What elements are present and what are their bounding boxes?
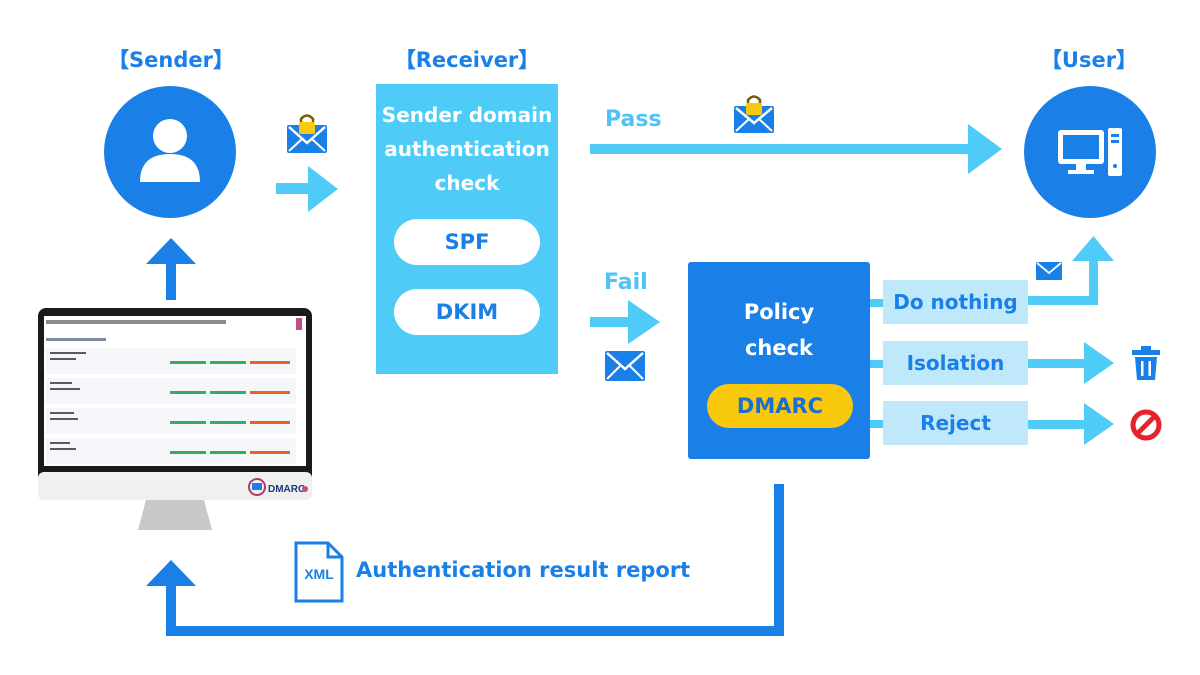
sender-heading: 【Sender】 [108,48,234,72]
pass-arrow [590,124,1002,174]
report-loop-arrow [146,484,784,636]
xml-file-label: XML [304,566,334,582]
policy-title: Policy check [688,294,870,366]
receiver-heading: 【Receiver】 [394,48,540,72]
user-computer-icon [1024,86,1156,218]
action-reject: Reject [883,401,1028,445]
receiver-title-line-3: check [434,171,500,195]
do-nothing-envelope-icon [1036,262,1062,280]
monitor-dmarc-dashboard: DMARC [38,308,312,530]
dkim-pill: DKIM [394,289,540,335]
policy-connectors [870,299,884,428]
xml-file-icon: XML [294,541,344,603]
user-heading: 【User】 [1040,48,1138,72]
monitor-to-sender-arrow [146,238,196,300]
fail-envelope-icon [605,351,645,381]
spf-pill: SPF [394,219,540,265]
report-label: Authentication result report [356,558,691,582]
fail-label: Fail [604,270,648,295]
action-do-nothing: Do nothing [883,280,1028,324]
receiver-title: Sender domain authentication check [376,98,558,200]
policy-title-line-2: check [744,336,814,360]
receiver-title-line-1: Sender domain [381,103,553,127]
reject-arrow [1028,403,1114,445]
monitor-brand-logo [248,478,266,496]
trash-icon [1132,346,1160,380]
sender-to-receiver-arrow [276,166,338,212]
fail-arrow [590,300,660,344]
policy-title-line-1: Policy [743,300,815,324]
action-isolation: Isolation [883,341,1028,385]
monitor-brand-text: DMARC [268,484,305,495]
pass-label: Pass [605,107,662,132]
pass-locked-envelope-icon [734,95,774,133]
prohibited-icon [1130,409,1162,441]
sender-person-icon [104,86,236,218]
dmarc-badge: DMARC [707,384,853,428]
receiver-title-line-2: authentication [384,137,550,161]
sender-locked-envelope-icon [287,114,327,153]
do-nothing-to-user-arrow [1028,236,1114,305]
isolation-arrow [1028,342,1114,384]
